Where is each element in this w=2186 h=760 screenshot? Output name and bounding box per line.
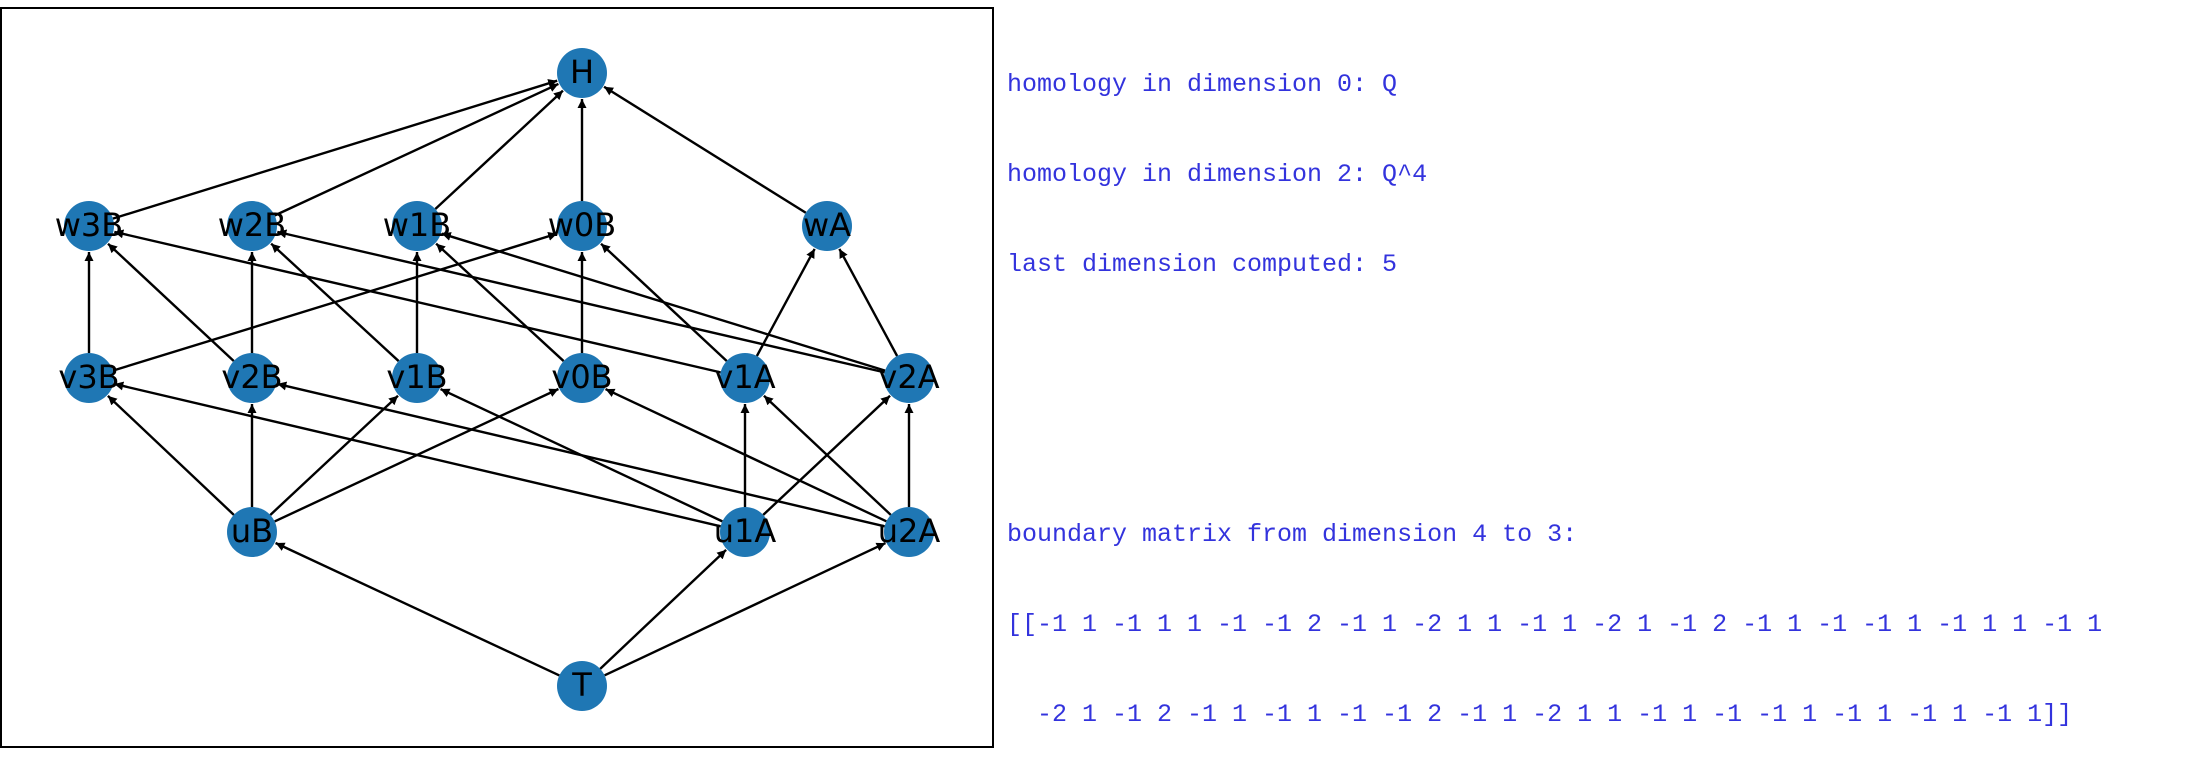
node-label-w0B: w0B: [548, 206, 616, 244]
edge-u2A-to-v1A: [763, 394, 892, 516]
node-label-w3B: w3B: [55, 206, 123, 244]
node-v2B: [227, 353, 277, 403]
node-label-v3B: v3B: [58, 358, 119, 396]
node-label-w1B: w1B: [383, 206, 451, 244]
node-w3B: [64, 201, 114, 251]
node-label-T: T: [571, 666, 592, 704]
last-dimension-line: last dimension computed: 5: [1007, 250, 1398, 279]
edge-v1A-to-w0B: [600, 242, 728, 362]
edge-uB-to-v3B: [107, 394, 235, 516]
edge-w3B-to-H: [112, 79, 558, 220]
edge-u2A-to-v0B: [605, 387, 887, 523]
boundary-matrix-header: boundary matrix from dimension 4 to 3:: [1007, 520, 1578, 549]
edge-w2B-to-H: [274, 82, 559, 217]
node-wA: [802, 201, 852, 251]
node-uB: [227, 507, 277, 557]
console-output: homology in dimension 0: Q homology in d…: [1007, 10, 2182, 760]
node-label-v2A: v2A: [878, 358, 939, 396]
node-u1A: [720, 507, 770, 557]
edge-wA-to-H: [603, 85, 807, 214]
node-label-uB: uB: [231, 512, 273, 550]
edge-T-to-u2A: [604, 541, 886, 677]
edge-v3B-to-w0B: [112, 232, 558, 372]
node-v3B: [64, 353, 114, 403]
edge-T-to-uB: [275, 541, 560, 677]
node-v1A: [720, 353, 770, 403]
node-label-v1A: v1A: [714, 358, 775, 396]
edge-T-to-u1A: [599, 548, 727, 670]
edge-w1B-to-H: [434, 89, 564, 210]
node-v0B: [557, 353, 607, 403]
edge-uB-to-v1B: [269, 394, 399, 516]
node-v2A: [884, 353, 934, 403]
edge-v2B-to-w3B: [107, 242, 235, 362]
boundary-matrix-row-2: -2 1 -1 2 -1 1 -1 1 -1 -1 2 -1 1 -2 1 1 …: [1007, 700, 2073, 729]
node-H: [557, 48, 607, 98]
node-w2B: [227, 201, 277, 251]
edge-u2A-to-v2B: [277, 381, 885, 528]
node-label-v0B: v0B: [551, 358, 612, 396]
node-label-u2A: u2A: [878, 512, 941, 550]
homology-dim2-line: homology in dimension 2: Q^4: [1007, 160, 1428, 189]
node-label-v1B: v1B: [386, 358, 447, 396]
node-label-wA: wA: [803, 206, 851, 244]
boundary-matrix-row-1: [[-1 1 -1 1 1 -1 -1 2 -1 1 -2 1 1 -1 1 -…: [1007, 610, 2103, 639]
edge-v2A-to-wA: [838, 248, 899, 357]
node-label-w2B: w2B: [218, 206, 286, 244]
homology-dim0-line: homology in dimension 0: Q: [1007, 70, 1398, 99]
edge-v0B-to-w1B: [435, 242, 565, 362]
edge-v1A-to-wA: [755, 248, 816, 357]
node-w0B: [557, 201, 607, 251]
node-w1B: [392, 201, 442, 251]
node-label-v2B: v2B: [221, 358, 282, 396]
node-u2A: [884, 507, 934, 557]
edge-u1A-to-v3B: [114, 381, 721, 528]
node-T: [557, 661, 607, 711]
node-label-u1A: u1A: [714, 512, 777, 550]
node-label-H: H: [570, 53, 594, 91]
node-v1B: [392, 353, 442, 403]
